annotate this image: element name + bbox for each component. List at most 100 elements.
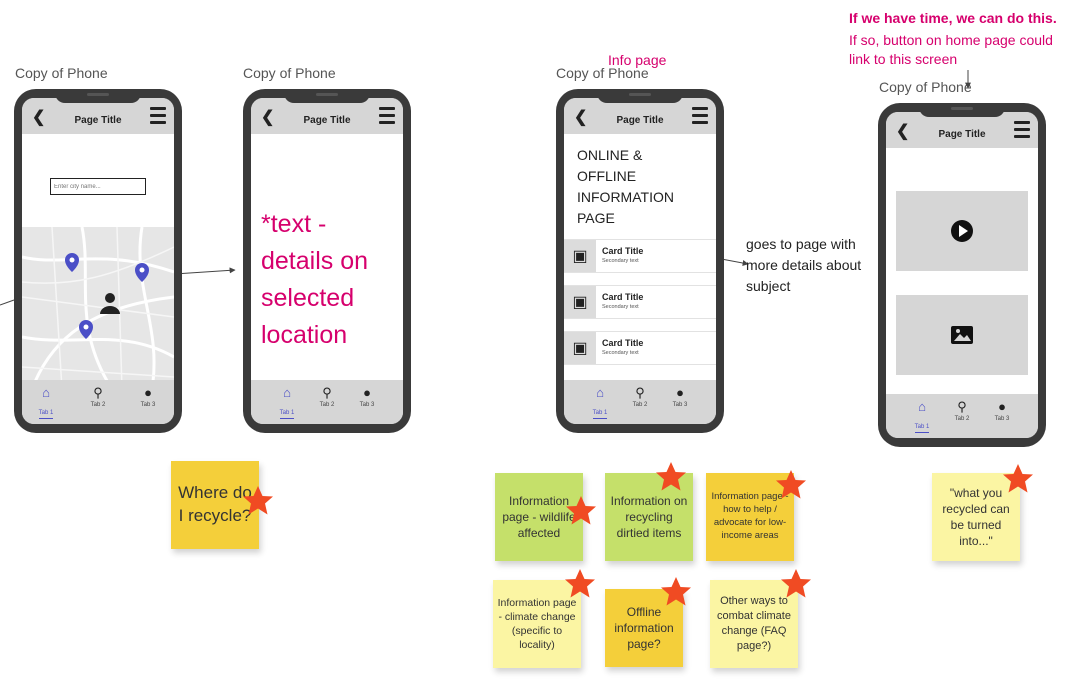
- back-arrow-icon[interactable]: ❮: [261, 109, 275, 126]
- tab-bar: ⌂Tab 1 ⚲Tab 2 ●Tab 3: [251, 380, 403, 424]
- sticky-recycled-into: "what you recycled can be turned into...…: [932, 473, 1020, 561]
- sticky-climate-change: Information page - climate change (speci…: [493, 580, 581, 668]
- tab-2[interactable]: ⚲Tab 2: [942, 399, 982, 422]
- top-bar: ❮ Page Title: [251, 98, 403, 134]
- tab-2[interactable]: ⚲Tab 2: [78, 385, 118, 408]
- map-pin-icon: [135, 263, 149, 282]
- tab-3[interactable]: ●Tab 3: [660, 385, 700, 408]
- account-icon: ●: [363, 385, 371, 400]
- star-icon: [566, 496, 596, 525]
- card-item[interactable]: ▣ Card Title Secondary text: [564, 285, 716, 319]
- search-icon: ⚲: [322, 385, 332, 400]
- page-title: Page Title: [616, 115, 664, 126]
- card-title: Card Title: [602, 292, 644, 302]
- tab-1[interactable]: ⌂Tab 1: [902, 399, 942, 433]
- phone-1-screen: ❮ Page Title: [22, 98, 174, 424]
- city-search-input[interactable]: [50, 178, 146, 195]
- sticky-where-recycle: Where do I recycle?: [171, 461, 259, 549]
- star-icon: [565, 569, 595, 598]
- star-icon: [1003, 464, 1033, 493]
- account-icon: ●: [676, 385, 684, 400]
- image-icon: [951, 326, 973, 344]
- top-bar: ❮ Page Title: [886, 112, 1038, 148]
- info-page-label: Info page: [608, 52, 667, 68]
- star-icon: [776, 470, 806, 499]
- card-subtitle: Secondary text: [602, 258, 639, 264]
- star-icon: [656, 462, 686, 491]
- map-pin-icon: [79, 320, 93, 339]
- sticky-low-income: Information page - how to help / advocat…: [706, 473, 794, 561]
- back-arrow-icon[interactable]: ❮: [896, 123, 910, 140]
- hamburger-menu-icon[interactable]: [379, 107, 395, 128]
- phone-2: ❮ Page Title *text - details on selected…: [243, 89, 411, 433]
- phone-3: ❮ Page Title ONLINE & OFFLINE INFORMATIO…: [556, 89, 724, 433]
- image-icon: ▣: [564, 332, 596, 364]
- phone-notch: [919, 103, 1005, 117]
- info-page-heading: ONLINE & OFFLINE INFORMATION PAGE: [577, 147, 674, 226]
- card-subtitle: Secondary text: [602, 350, 639, 356]
- tab-3[interactable]: ●Tab 3: [347, 385, 387, 408]
- card-subtitle: Secondary text: [602, 304, 639, 310]
- hamburger-menu-icon[interactable]: [150, 107, 166, 128]
- image-icon: ▣: [564, 240, 596, 272]
- note-text: If so, button on home page could link to…: [849, 32, 1053, 67]
- image-placeholder: [896, 295, 1028, 375]
- tab-bar: ⌂Tab 1 ⚲Tab 2 ●Tab 3: [886, 394, 1038, 438]
- tab-2[interactable]: ⚲Tab 2: [620, 385, 660, 408]
- image-icon: ▣: [564, 286, 596, 318]
- back-arrow-icon[interactable]: ❮: [574, 109, 588, 126]
- hamburger-menu-icon[interactable]: [1014, 121, 1030, 142]
- tab-bar: ⌂Tab 1 ⚲Tab 2 ●Tab 3: [564, 380, 716, 424]
- tab-1[interactable]: ⌂Tab 1: [580, 385, 620, 419]
- page-title: Page Title: [303, 115, 351, 126]
- frame-label-phone-2: Copy of Phone: [243, 65, 336, 81]
- page-title: Page Title: [938, 129, 986, 140]
- sticky-wildlife: Information page - wildlife affected: [495, 473, 583, 561]
- video-placeholder[interactable]: [896, 191, 1028, 271]
- star-icon: [661, 577, 691, 606]
- note-heading: If we have time, we can do this.: [849, 10, 1057, 26]
- phone-notch: [597, 89, 683, 103]
- account-icon: ●: [144, 385, 152, 400]
- tab-1[interactable]: ⌂Tab 1: [267, 385, 307, 419]
- phone-notch: [55, 89, 141, 103]
- top-bar: ❮ Page Title: [564, 98, 716, 134]
- annotation-goes-to-page: goes to page with more details about sub…: [746, 236, 862, 294]
- star-icon: [781, 569, 811, 598]
- phone-4: ❮ Page Title ⌂Tab 1 ⚲Tab 2 ●Tab 3: [878, 103, 1046, 447]
- arrow-into-phone-1: [0, 299, 15, 306]
- page-title: Page Title: [74, 115, 122, 126]
- tab-1[interactable]: ⌂Tab 1: [26, 385, 66, 419]
- frame-label-phone-4: Copy of Phone: [879, 79, 972, 95]
- card-title: Card Title: [602, 246, 644, 256]
- frame-label-phone-1: Copy of Phone: [15, 65, 108, 81]
- phone-notch: [284, 89, 370, 103]
- home-icon: ⌂: [596, 385, 604, 400]
- phone-2-screen: ❮ Page Title *text - details on selected…: [251, 98, 403, 424]
- star-icon: [243, 486, 273, 515]
- hamburger-menu-icon[interactable]: [692, 107, 708, 128]
- home-icon: ⌂: [283, 385, 291, 400]
- sticky-offline-info: Offline information page?: [605, 589, 683, 667]
- map-view[interactable]: [22, 227, 174, 389]
- top-bar: ❮ Page Title: [22, 98, 174, 134]
- home-icon: ⌂: [42, 385, 50, 400]
- tab-bar: ⌂Tab 1 ⚲Tab 2 ●Tab 3: [22, 380, 174, 424]
- phone-3-screen: ❮ Page Title ONLINE & OFFLINE INFORMATIO…: [564, 98, 716, 424]
- search-icon: ⚲: [635, 385, 645, 400]
- card-item[interactable]: ▣ Card Title Secondary text: [564, 239, 716, 273]
- tab-3[interactable]: ●Tab 3: [128, 385, 168, 408]
- search-icon: ⚲: [93, 385, 103, 400]
- user-location-icon: [100, 293, 120, 314]
- back-arrow-icon[interactable]: ❮: [32, 109, 46, 126]
- tab-3[interactable]: ●Tab 3: [982, 399, 1022, 422]
- phone-4-screen: ❮ Page Title ⌂Tab 1 ⚲Tab 2 ●Tab 3: [886, 112, 1038, 438]
- location-details-text: *text - details on selected location: [261, 210, 369, 349]
- card-title: Card Title: [602, 338, 644, 348]
- account-icon: ●: [998, 399, 1006, 414]
- play-icon[interactable]: [951, 220, 973, 242]
- home-icon: ⌂: [918, 399, 926, 414]
- card-item[interactable]: ▣ Card Title Secondary text: [564, 331, 716, 365]
- frame-label-phone-3: Copy of Phone: [556, 65, 649, 81]
- tab-2[interactable]: ⚲Tab 2: [307, 385, 347, 408]
